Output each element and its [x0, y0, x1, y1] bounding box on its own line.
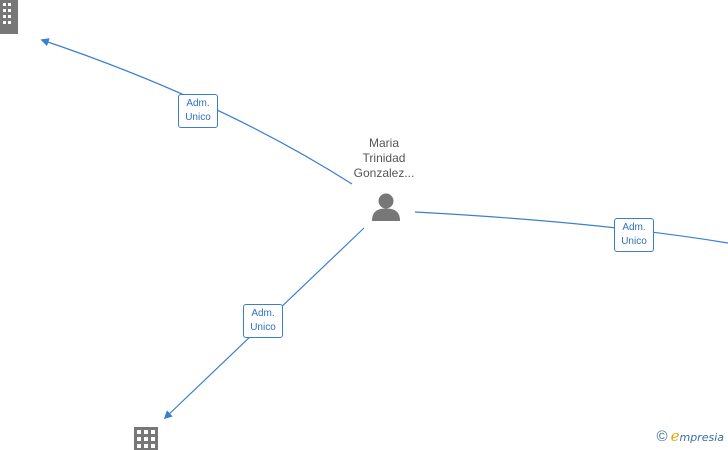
relation-label-top-left[interactable]: Adm. Unico: [178, 94, 218, 128]
edge-to-company-right: [414, 211, 728, 244]
brand-name: mpresia: [679, 431, 724, 444]
relation-type: Unico: [621, 236, 647, 247]
brand-logo: ©empresia: [657, 427, 724, 445]
person-name-line: Trinidad: [362, 151, 406, 165]
person-name-line: Gonzalez...: [353, 166, 415, 180]
relation-role: Adm.: [622, 222, 646, 233]
person-name[interactable]: Maria Trinidad Gonzalez...: [330, 136, 438, 181]
relation-type: Unico: [250, 322, 276, 333]
relation-type: Unico: [185, 112, 211, 123]
person-icon[interactable]: [371, 193, 401, 221]
brand-initial: e: [670, 427, 680, 445]
relation-role: Adm.: [251, 308, 275, 319]
person-name-line: Maria: [368, 136, 399, 150]
building-icon[interactable]: [134, 427, 158, 450]
copyright-symbol: ©: [656, 428, 668, 445]
relation-label-right[interactable]: Adm. Unico: [614, 218, 654, 252]
relation-label-bottom[interactable]: Adm. Unico: [243, 304, 283, 338]
building-icon[interactable]: [0, 0, 20, 34]
relation-role: Adm.: [186, 98, 210, 109]
